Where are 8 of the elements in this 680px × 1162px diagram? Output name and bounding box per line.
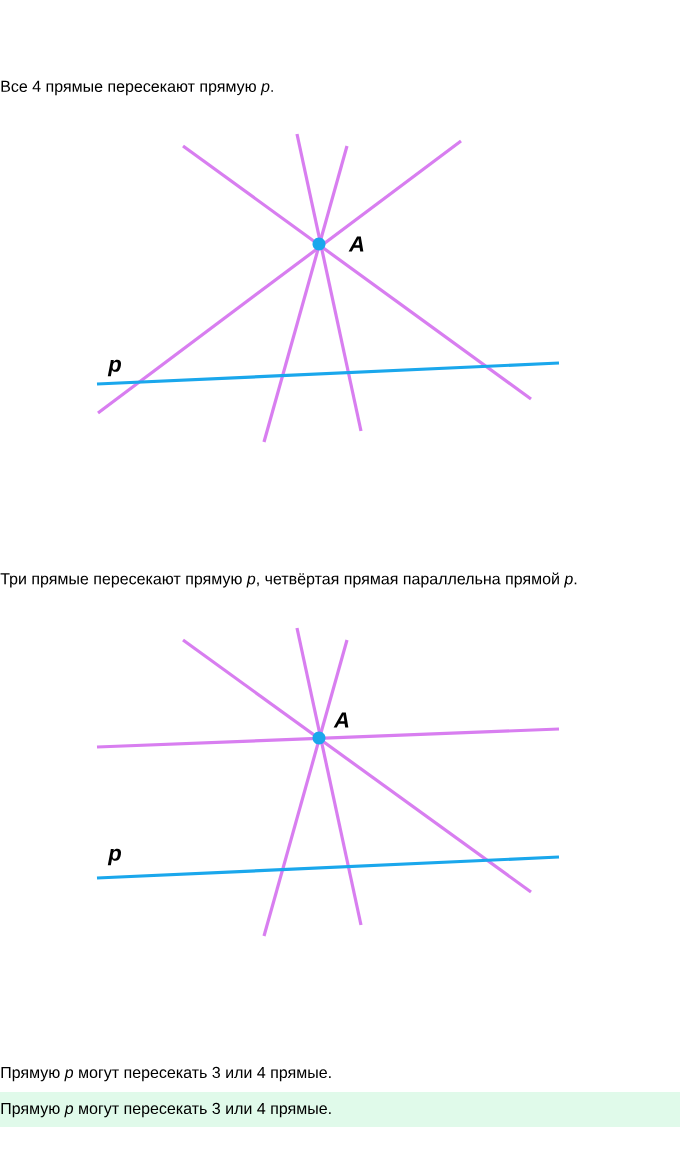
sentence: Все 4 прямые пересекают прямую p. [1, 80, 273, 96]
point-label: A [333, 712, 349, 728]
sentence: Прямую p могут пересекать 3 или 4 прямые. [1, 1066, 331, 1082]
point-label: p [107, 359, 121, 377]
answer-box: Прямую p могут пересекать 3 или 4 прямые. [0, 1092, 680, 1127]
point-label: A [348, 236, 364, 252]
sentence: Три прямые пересекают прямую p, четвёртая прямая параллельна прямой p. [0, 572, 577, 588]
point-label: p [107, 848, 121, 866]
